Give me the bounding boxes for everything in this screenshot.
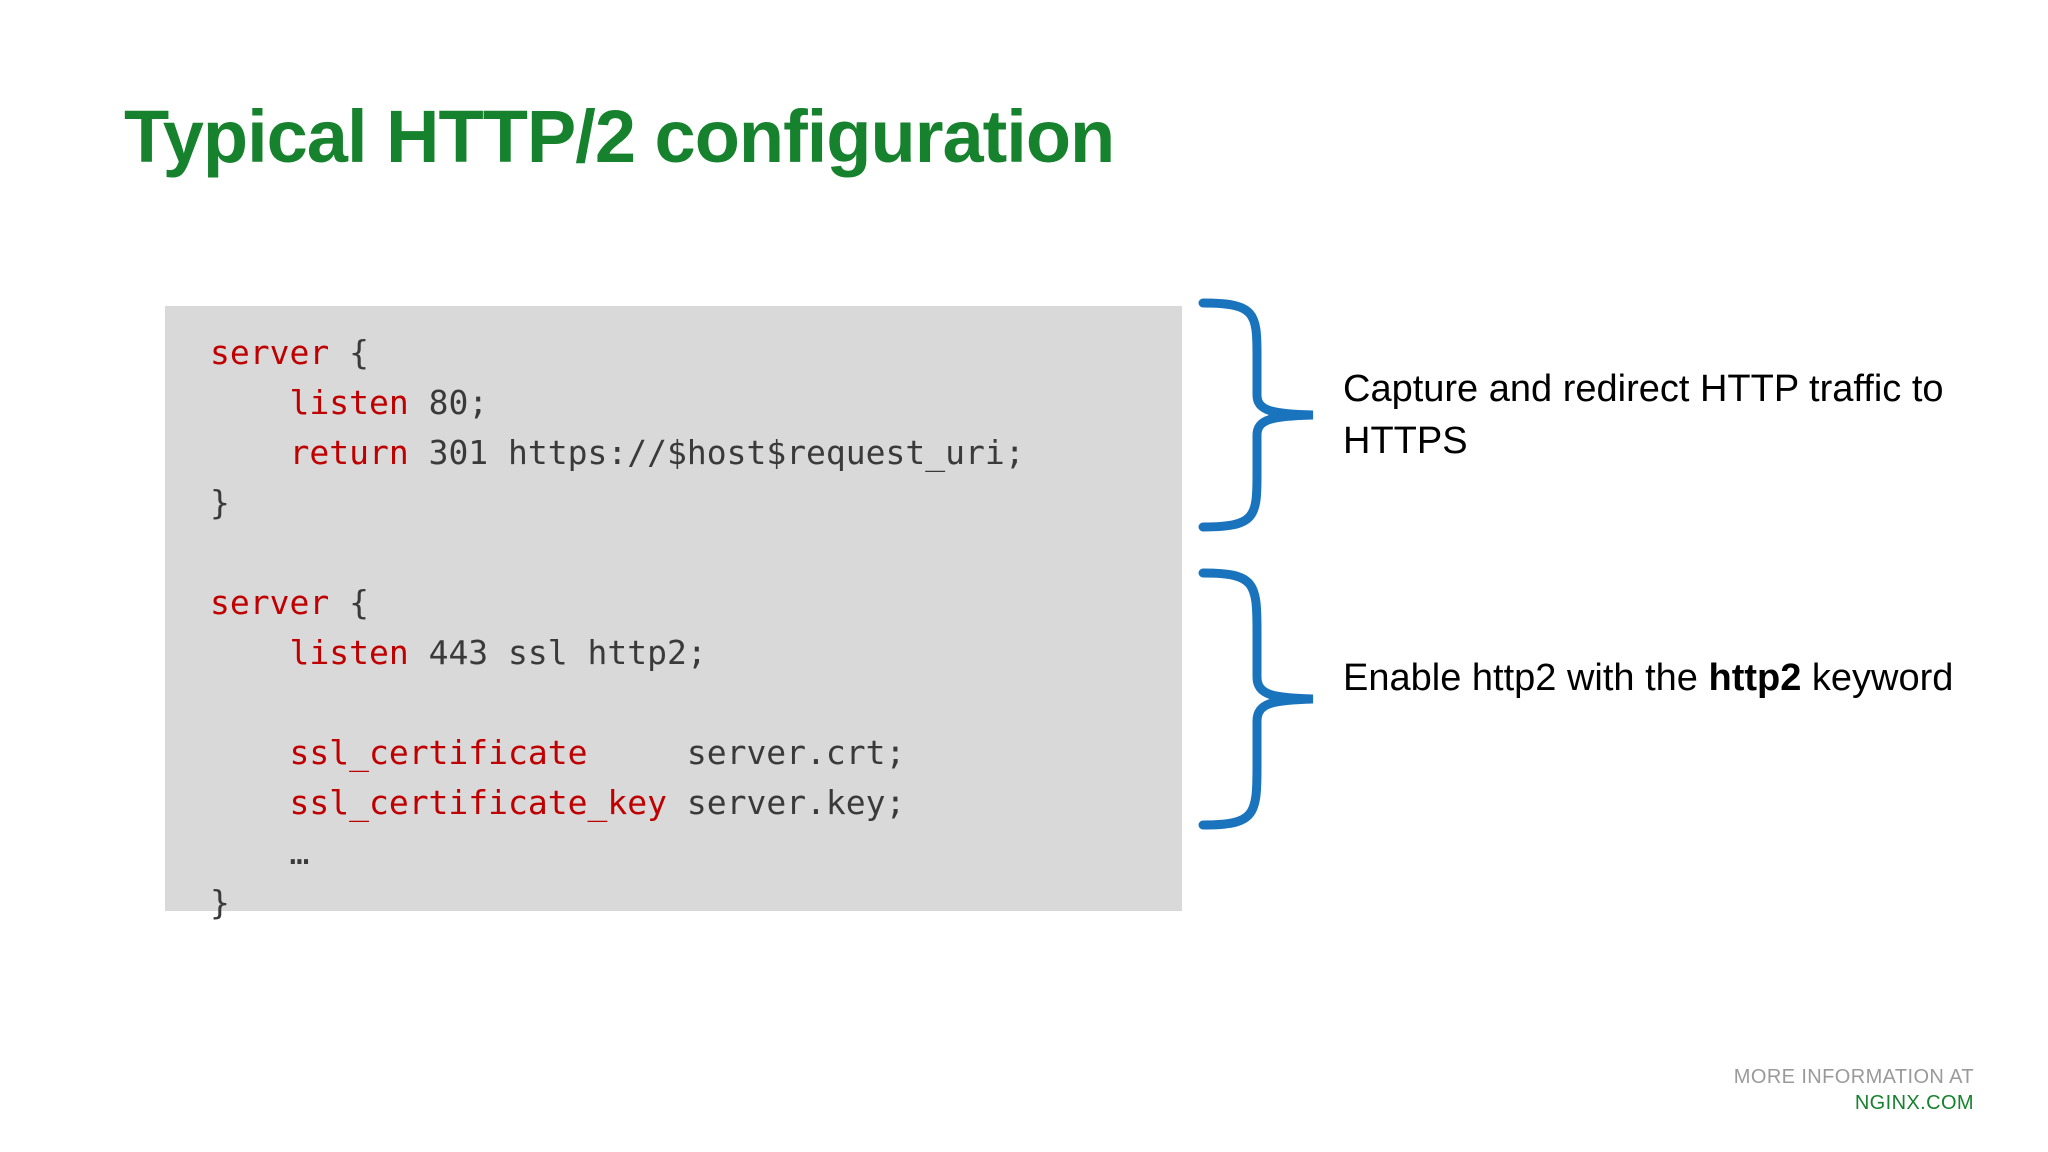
code-value: 301 https://$host$request_uri; (408, 433, 1025, 472)
code-line: server { (210, 578, 1182, 628)
code-indent (210, 733, 289, 772)
code-line (210, 678, 1182, 728)
footer-more-info-label: MORE INFORMATION AT (1733, 1066, 1974, 1088)
code-line: server { (210, 328, 1182, 378)
annotation-redirect-text: Capture and redirect HTTP traffic to HTT… (1343, 368, 1944, 462)
code-block: server { listen 80; return 301 https://$… (165, 306, 1182, 922)
code-line (210, 528, 1182, 578)
code-directive: ssl_certificate (289, 733, 588, 772)
footer-nginx-link[interactable]: NGINX.COM (1854, 1092, 1974, 1114)
code-value: 443 ssl http2; (408, 633, 707, 672)
footer: MORE INFORMATION AT NGINX.COM (1734, 1064, 1974, 1116)
code-listing: server { listen 80; return 301 https://$… (165, 328, 1182, 928)
code-value: { (329, 333, 369, 372)
code-directive: ssl_certificate_key (289, 783, 667, 822)
code-line: } (210, 478, 1182, 528)
code-line: listen 443 ssl http2; (210, 628, 1182, 678)
code-indent (210, 383, 289, 422)
annotation-http2: Enable http2 with the http2 keyword (1343, 652, 1983, 704)
code-line: ssl_certificate server.crt; (210, 728, 1182, 778)
page-title: Typical HTTP/2 configuration (124, 95, 1115, 178)
annotation-http2-keyword: http2 (1708, 657, 1802, 699)
code-line: listen 80; (210, 378, 1182, 428)
code-indent (210, 833, 289, 872)
code-indent (210, 783, 289, 822)
code-value: } (210, 483, 230, 522)
code-indent (210, 433, 289, 472)
code-value: { (329, 583, 369, 622)
code-line: } (210, 878, 1182, 928)
code-line: return 301 https://$host$request_uri; (210, 428, 1182, 478)
code-directive: server (210, 333, 330, 372)
curly-brace-icon-2 (1198, 568, 1314, 830)
code-directive: listen (289, 383, 409, 422)
annotation-http2-text-after: keyword (1801, 657, 1954, 699)
code-value: 80; (408, 383, 489, 422)
code-value: } (210, 883, 230, 922)
code-directive: return (289, 433, 409, 472)
curly-brace-icon-1 (1198, 298, 1314, 532)
code-value: server.crt; (587, 733, 906, 772)
code-line: ssl_certificate_key server.key; (210, 778, 1182, 828)
code-indent (210, 633, 289, 672)
annotation-http2-text-before: Enable http2 with the (1343, 657, 1709, 699)
code-directive: server (210, 583, 330, 622)
code-directive: listen (289, 633, 409, 672)
code-line: … (210, 828, 1182, 878)
code-value: server.key; (666, 783, 906, 822)
annotation-redirect: Capture and redirect HTTP traffic to HTT… (1343, 363, 1983, 467)
code-value: … (289, 833, 310, 872)
